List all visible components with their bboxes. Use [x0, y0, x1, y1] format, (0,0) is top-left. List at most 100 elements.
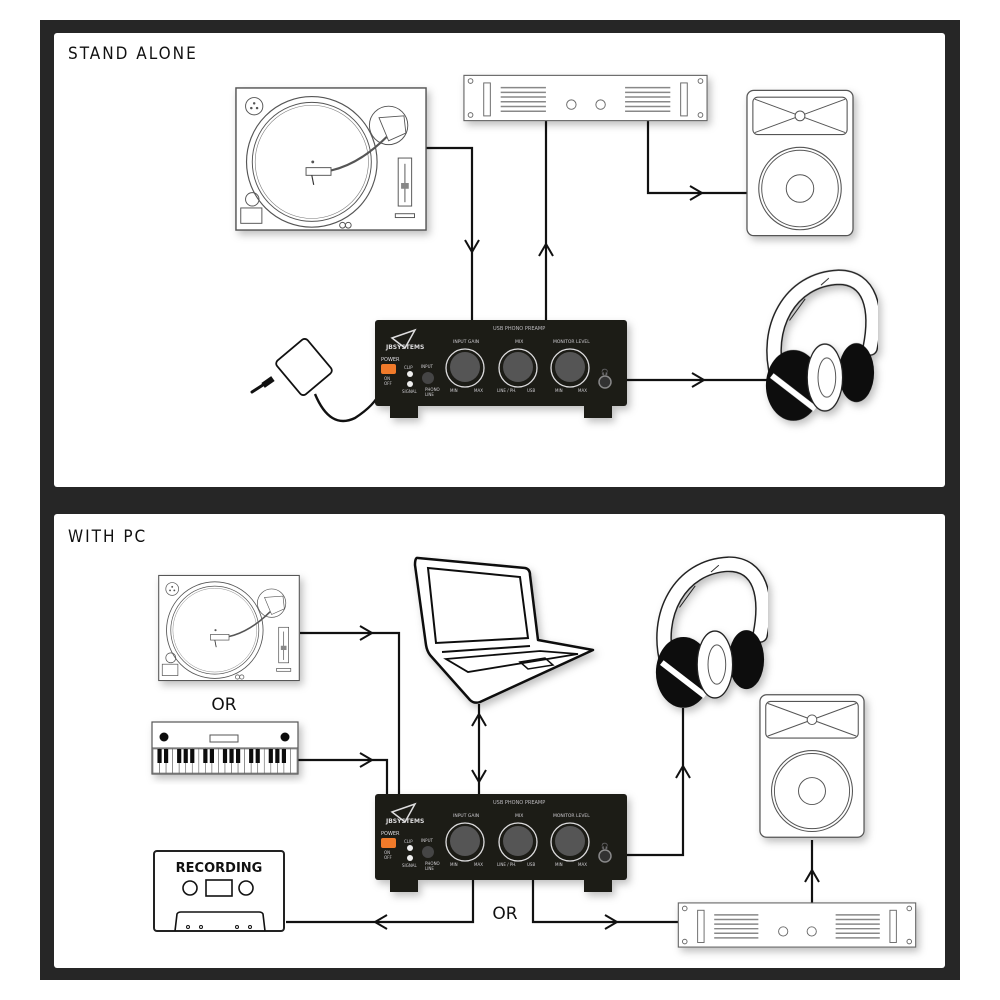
brand-label: JBSYSTEMS — [385, 344, 424, 351]
black-key — [268, 749, 273, 763]
amp-to-speaker-cable — [646, 120, 748, 195]
usb-phono-preamp: JBSYSTEMS USB PHONO PREAMP POWER ON OFF … — [375, 794, 627, 892]
input-label: INPUT — [421, 838, 434, 843]
clip-label: CLIP — [404, 365, 413, 370]
black-key — [190, 749, 195, 763]
black-key — [229, 749, 234, 763]
brand-label: JBSYSTEMS — [385, 818, 424, 825]
speaker-icon — [759, 694, 865, 838]
monitor-level-knob[interactable]: MONITOR LEVEL MIN MAX — [550, 339, 590, 393]
preamp-to-headphones-cable — [626, 708, 685, 857]
headphone-jack — [598, 375, 612, 389]
headphones-icon — [656, 564, 764, 708]
knob-min-label: LINE / PH. — [497, 862, 516, 867]
input-line-label: LINE — [425, 392, 434, 397]
preamp-to-amp-cable — [531, 880, 678, 924]
usb-phono-preamp: JBSYSTEMS USB PHONO PREAMP POWER ON OFF … — [375, 320, 627, 418]
knob-max-label: USB — [527, 862, 535, 867]
white-key — [290, 748, 298, 774]
knob-label: INPUT GAIN — [453, 813, 479, 819]
mix-knob[interactable]: MIX LINE / PH. USB — [497, 813, 538, 867]
brand-logo-icon — [390, 802, 417, 824]
power-off-label: OFF — [384, 855, 392, 860]
headphones-icon — [766, 277, 874, 421]
input-line-label: LINE — [425, 866, 434, 871]
black-key — [255, 749, 260, 763]
or-label: OR — [492, 904, 517, 924]
stand-alone-title: STAND ALONE — [68, 44, 198, 64]
mix-knob[interactable]: MIX LINE / PH. USB — [497, 339, 538, 393]
knob-min-label: MIN — [450, 388, 458, 393]
input-selector-button[interactable] — [422, 846, 434, 858]
with-pc-title: WITH PC — [68, 527, 148, 547]
power-adapter-icon — [250, 338, 382, 423]
input-phono-label: PHONO — [425, 387, 440, 392]
turntable-to-preamp-cable — [300, 631, 401, 795]
headphone-jack — [598, 849, 612, 863]
power-off-label: OFF — [384, 381, 392, 386]
black-key — [203, 749, 208, 763]
cassette-recording-icon: RECORDING — [153, 850, 285, 932]
black-key — [222, 749, 228, 763]
power-amplifier-icon — [677, 902, 917, 948]
power-label: POWER — [381, 831, 400, 837]
power-on-label: ON — [384, 850, 390, 855]
usb-phono-preamp: JBSYSTEMS USB PHONO PREAMP POWER ON OFF … — [375, 794, 627, 892]
knob-min-label: MIN — [450, 862, 458, 867]
clip-label: CLIP — [404, 839, 413, 844]
keyboard-to-preamp-cable — [298, 758, 389, 795]
turntable-icon — [158, 574, 300, 682]
knob-max-label: MAX — [474, 388, 483, 393]
black-key — [235, 749, 241, 763]
knob-label: MIX — [515, 813, 523, 819]
headphone-icon: 🎧 — [601, 368, 608, 376]
signal-led — [407, 855, 413, 861]
black-key — [275, 749, 280, 763]
turntable-icon — [235, 86, 427, 232]
or-label: OR — [211, 695, 236, 715]
signal-led — [407, 381, 413, 387]
headphone-icon: 🎧 — [601, 842, 608, 850]
black-key — [177, 749, 182, 763]
input-label: INPUT — [421, 364, 434, 369]
keyboard-icon — [151, 721, 299, 775]
preamp-to-recorder-cable — [286, 880, 475, 924]
knob-min-label: LINE / PH. — [497, 388, 516, 393]
power-button[interactable] — [381, 364, 396, 374]
monitor-level-knob[interactable]: MONITOR LEVEL MIN MAX — [550, 813, 590, 867]
knob-label: MONITOR LEVEL — [553, 813, 590, 819]
brand-logo-icon — [390, 328, 417, 350]
model-label: USB PHONO PREAMP — [493, 326, 545, 332]
knob-min-label: MIN — [555, 862, 563, 867]
power-label: POWER — [381, 357, 400, 363]
knob-max-label: MAX — [474, 862, 483, 867]
input-selector-button[interactable] — [422, 372, 434, 384]
laptop-icon — [413, 556, 595, 704]
knob-max-label: USB — [527, 388, 535, 393]
black-key — [157, 749, 162, 763]
with-pc-connections — [286, 631, 814, 924]
black-key — [281, 749, 287, 763]
knob-max-label: MAX — [578, 862, 587, 867]
signal-label: SIGNAL — [402, 863, 418, 868]
recording-label: RECORDING — [176, 861, 263, 876]
power-amplifier-icon — [463, 74, 708, 122]
power-on-label: ON — [384, 376, 390, 381]
knob-label: MIX — [515, 339, 523, 345]
model-label: USB PHONO PREAMP — [493, 800, 545, 806]
black-key — [163, 749, 169, 763]
power-button[interactable] — [381, 838, 396, 848]
black-key — [209, 749, 215, 763]
knob-min-label: MIN — [555, 388, 563, 393]
speaker-icon — [746, 89, 854, 237]
signal-label: SIGNAL — [402, 389, 418, 394]
knob-label: INPUT GAIN — [453, 339, 479, 345]
black-key — [249, 749, 254, 763]
clip-led — [407, 371, 413, 377]
clip-led — [407, 845, 413, 851]
input-phono-label: PHONO — [425, 861, 440, 866]
knob-label: MONITOR LEVEL — [553, 339, 590, 345]
input-gain-knob[interactable]: INPUT GAIN MIN MAX — [445, 339, 485, 393]
input-gain-knob[interactable]: INPUT GAIN MIN MAX — [445, 813, 485, 867]
black-key — [183, 749, 188, 763]
